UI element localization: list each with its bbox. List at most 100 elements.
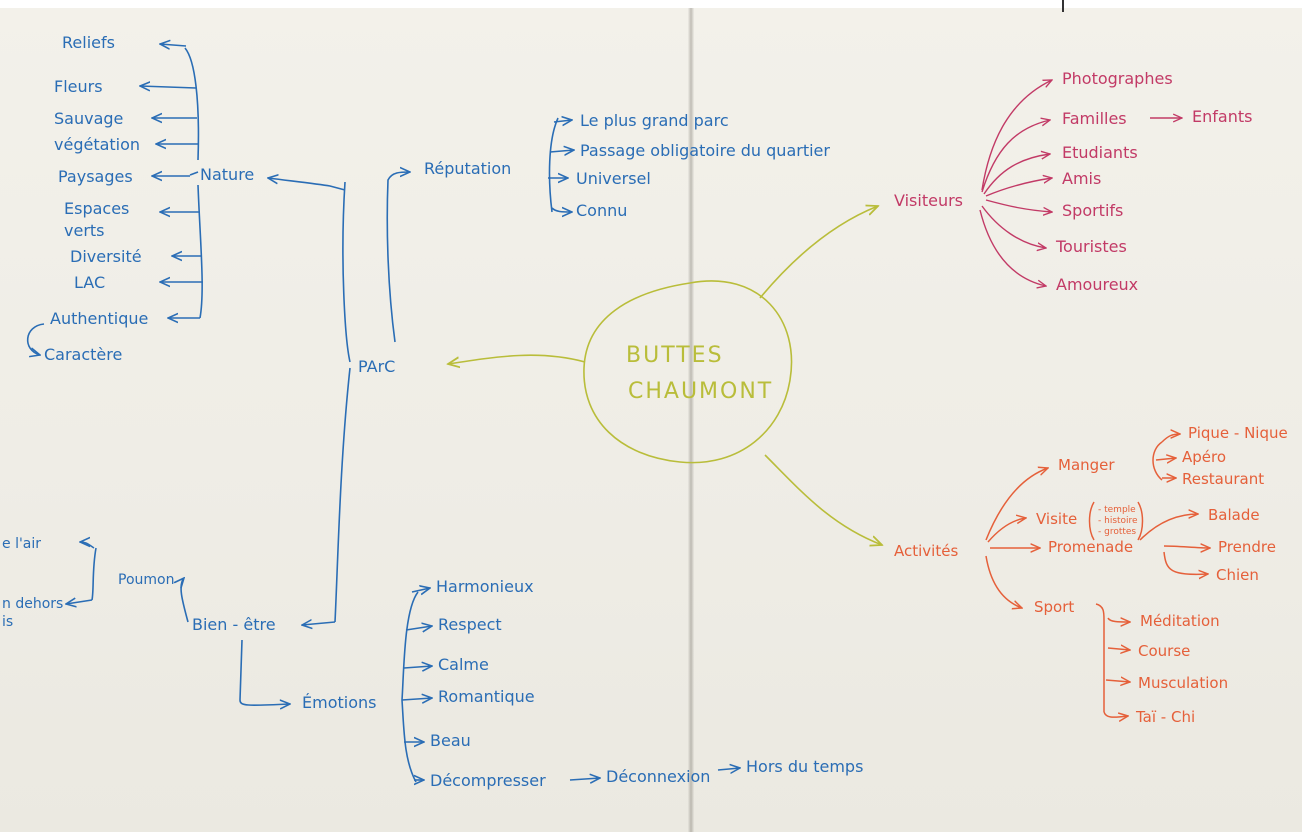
emo-arrow-2 (405, 626, 432, 630)
promenade-item-balade: Balade (1208, 506, 1260, 524)
nature-to-bracket (189, 171, 199, 176)
nature-item-sauvage: Sauvage (54, 109, 123, 128)
reputation-label: Réputation (424, 159, 511, 178)
nature-item-fleurs: Fleurs (54, 77, 103, 96)
manger-arrow-2 (1155, 458, 1176, 460)
sport-item-course: Course (1138, 642, 1190, 660)
sport-arrow-1 (1107, 618, 1130, 622)
manger-label: Manger (1058, 456, 1115, 474)
visiteur-item-etudiants: Etudiants (1062, 143, 1138, 162)
promenade-label: Promenade (1048, 538, 1133, 556)
decompresser-to-deconnexion (569, 778, 600, 780)
emo-arrow-4 (401, 698, 432, 700)
visiteur-item-touristes: Touristes (1055, 237, 1127, 256)
top-white-strip (0, 0, 1302, 8)
act-to-sport (985, 555, 1022, 608)
visite-label: Visite (1036, 510, 1077, 528)
visite-note-3: - grottes (1098, 527, 1136, 537)
sport-label: Sport (1034, 598, 1074, 616)
deconnexion-to-hors (717, 768, 740, 770)
connector-visiteurs (759, 206, 878, 299)
parc-to-biene (302, 622, 336, 625)
parc-spine-lower (334, 367, 351, 623)
nature-arrow-2 (140, 86, 197, 88)
sport-item-musculation: Musculation (1138, 674, 1228, 692)
reputation-bracket (548, 117, 559, 213)
promenade-arrow-1 (1139, 514, 1198, 541)
visiteur-item-photographes: Photographes (1062, 69, 1173, 88)
reputation-item-1: Le plus grand parc (580, 111, 729, 130)
connector-parc (448, 354, 586, 364)
center-connectors (448, 206, 882, 545)
vis-arrow-7 (979, 209, 1046, 286)
nature-bracket (184, 47, 203, 319)
sport-arrow-2 (1107, 648, 1130, 650)
emotion-chain-deconnexion: Déconnexion (606, 767, 710, 786)
poumon-item-2: n dehors (2, 596, 63, 612)
emotion-item-harmonieux: Harmonieux (436, 577, 534, 596)
manger-item-restaurant: Restaurant (1182, 470, 1264, 488)
promenade-item-chien: Chien (1216, 566, 1259, 584)
poumon-arrow-1 (80, 542, 95, 549)
parc-branch: PArC Réputation Le plus grand parc Passa… (2, 33, 863, 790)
nature-arrow-1 (160, 44, 187, 46)
emotion-item-respect: Respect (438, 615, 502, 634)
visiteur-item-sportifs: Sportifs (1062, 201, 1123, 220)
activites-branch: Activités Manger Pique - Nique Apéro Res… (894, 424, 1288, 726)
center-title-line1: BUTTES (626, 343, 724, 368)
visite-paren-left (1088, 501, 1095, 541)
parc-label: PArC (358, 357, 395, 376)
authentique-to-caractere (26, 323, 45, 355)
vis-arrow-5 (985, 199, 1052, 212)
nature-item-lac: LAC (74, 273, 105, 292)
paper-fold (688, 0, 694, 832)
emotion-chain-hors-du-temps: Hors du temps (746, 757, 863, 776)
act-to-manger (985, 468, 1048, 541)
parc-spine (342, 181, 351, 363)
visite-note-1: - temple (1098, 505, 1136, 515)
edge-mark (1062, 0, 1064, 12)
vis-arrow-3 (983, 154, 1050, 195)
visite-paren-right (1137, 501, 1144, 541)
nature-sub-caractere: Caractère (44, 345, 122, 364)
sport-bracket (1095, 603, 1105, 712)
biene-to-emotions (239, 639, 290, 705)
nature-item-paysages: Paysages (58, 167, 133, 186)
emotion-item-calme: Calme (438, 655, 489, 674)
promenade-arrow-3 (1163, 551, 1208, 574)
parc-to-nature (268, 178, 346, 191)
visiteur-sub-enfants: Enfants (1192, 107, 1252, 126)
promenade-item-prendre: Prendre (1218, 538, 1276, 556)
act-to-visite (987, 518, 1026, 543)
poumon-item-1: e l'air (2, 536, 41, 552)
poumon-item-3: is (2, 614, 13, 630)
poumon-bracket (91, 547, 97, 601)
vis-arrow-2 (981, 120, 1050, 193)
emotions-label: Émotions (302, 693, 376, 712)
parc-to-reputation (386, 172, 410, 343)
poumon-arrow-2 (66, 600, 93, 604)
visiteur-item-familles: Familles (1062, 109, 1127, 128)
nature-item-reliefs: Reliefs (62, 33, 115, 52)
poumon-label: Poumon (118, 572, 174, 588)
emotion-item-decompresser: Décompresser (430, 771, 546, 790)
sport-arrow-3 (1105, 680, 1130, 682)
center-title-line2: CHAUMONT (628, 379, 773, 404)
vis-arrow-6 (981, 205, 1046, 248)
manger-item-pique-nique: Pique - Nique (1188, 424, 1288, 442)
vis-arrow-4 (985, 178, 1052, 197)
rep-arrow-1 (553, 120, 572, 122)
nature-item-verts: verts (64, 221, 105, 240)
nature-item-vegetation: végétation (54, 135, 140, 154)
center-ellipse (583, 280, 793, 464)
manger-item-apero: Apéro (1182, 448, 1226, 466)
manger-bracket (1152, 441, 1163, 481)
sport-arrow-4 (1103, 711, 1128, 717)
sport-item-tai-chi: Taï - Chi (1135, 708, 1195, 726)
emotion-item-beau: Beau (430, 731, 471, 750)
nature-label: Nature (200, 165, 254, 184)
rep-arrow-4 (551, 208, 572, 212)
activites-label: Activités (894, 542, 958, 560)
